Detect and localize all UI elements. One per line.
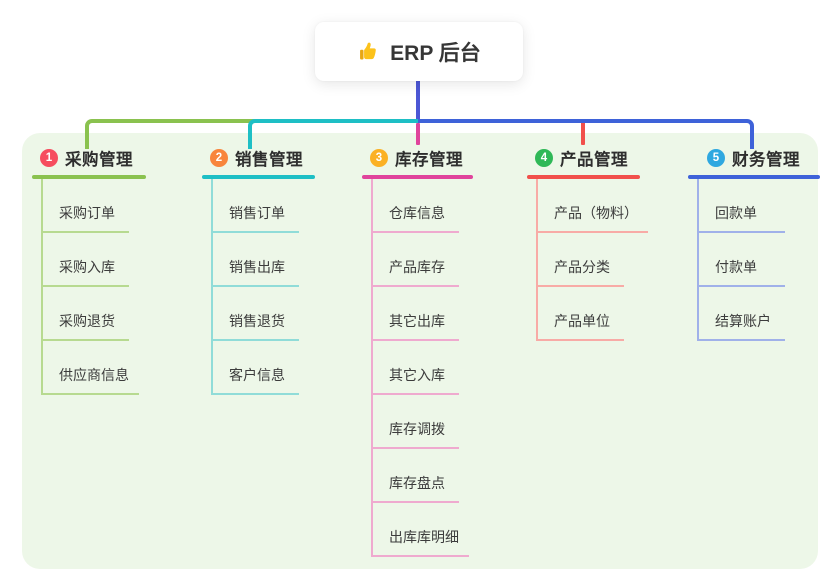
children-group-finance: 回款单 付款单 结算账户 [697,179,820,341]
child-node[interactable]: 产品分类 [538,233,624,287]
branch-underline [527,175,640,179]
child-node[interactable]: 销售出库 [213,233,299,287]
branch-node-product[interactable]: 4 产品管理 [527,143,640,173]
branch-underline [202,175,315,179]
children-group-product: 产品（物料） 产品分类 产品单位 [536,179,648,341]
branch-title-purchase: 采购管理 [65,151,133,169]
badge-3: 3 [370,149,388,167]
branch-title-inventory: 库存管理 [395,151,463,169]
child-node-label: 采购退货 [59,313,115,329]
child-node[interactable]: 仓库信息 [373,179,459,233]
child-node-label: 产品（物料） [554,205,638,221]
child-node[interactable]: 供应商信息 [43,341,139,395]
child-node-label: 库存盘点 [389,475,445,491]
branch-node-finance[interactable]: 5 财务管理 [688,143,820,173]
connector-branch-sales [248,119,422,149]
badge-5: 5 [707,149,725,167]
child-node-label: 出库库明细 [389,529,459,545]
badge-4: 4 [535,149,553,167]
connector-branch-purchase [85,119,256,149]
badge-1: 1 [40,149,58,167]
child-node[interactable]: 产品库存 [373,233,459,287]
branches-panel [22,133,818,569]
branch-sales: 2 销售管理 销售订单 销售出库 销售退货 客户信息 [202,143,315,395]
branch-purchase: 1 采购管理 采购订单 采购入库 采购退货 供应商信息 [32,143,146,395]
child-node[interactable]: 产品（物料） [538,179,648,233]
connector-branch-inventory [416,123,420,145]
child-node-label: 销售退货 [229,313,285,329]
child-node-label: 采购入库 [59,259,115,275]
branch-product: 4 产品管理 产品（物料） 产品分类 产品单位 [527,143,648,341]
branch-underline [32,175,146,179]
branch-finance: 5 财务管理 回款单 付款单 结算账户 [688,143,820,341]
branch-node-purchase[interactable]: 1 采购管理 [32,143,146,173]
child-node[interactable]: 结算账户 [699,287,785,341]
branch-inventory: 3 库存管理 仓库信息 产品库存 其它出库 其它入库 库存调拨 库存盘点 出库库… [362,143,473,557]
child-node[interactable]: 付款单 [699,233,785,287]
child-node[interactable]: 销售订单 [213,179,299,233]
root-node-label: ERP 后台 [390,41,481,65]
child-node-label: 付款单 [715,259,757,275]
children-group-sales: 销售订单 销售出库 销售退货 客户信息 [211,179,315,395]
children-group-inventory: 仓库信息 产品库存 其它出库 其它入库 库存调拨 库存盘点 出库库明细 [371,179,473,557]
child-node-label: 客户信息 [229,367,285,383]
child-node[interactable]: 库存调拨 [373,395,459,449]
child-node[interactable]: 产品单位 [538,287,624,341]
child-node[interactable]: 其它出库 [373,287,459,341]
branch-underline [688,175,820,179]
child-node[interactable]: 采购入库 [43,233,129,287]
child-node-label: 其它出库 [389,313,445,329]
child-node[interactable]: 客户信息 [213,341,299,395]
badge-2: 2 [210,149,228,167]
child-node-label: 产品单位 [554,313,610,329]
connector-root-stem [416,81,420,123]
connector-branch-finance [418,119,754,149]
root-node[interactable]: ERP 后台 [315,22,523,81]
children-group-purchase: 采购订单 采购入库 采购退货 供应商信息 [41,179,146,395]
child-node[interactable]: 回款单 [699,179,785,233]
child-node[interactable]: 出库库明细 [373,503,469,557]
child-node[interactable]: 采购退货 [43,287,129,341]
branch-underline [362,175,473,179]
branch-title-sales: 销售管理 [235,151,303,169]
child-node-label: 回款单 [715,205,757,221]
child-node-label: 结算账户 [715,313,771,329]
child-node-label: 产品库存 [389,259,445,275]
branch-title-product: 产品管理 [560,151,628,169]
child-node-label: 采购订单 [59,205,115,221]
child-node-label: 销售订单 [229,205,285,221]
child-node-label: 库存调拨 [389,421,445,437]
child-node-label: 供应商信息 [59,367,129,383]
thumbs-up-icon [357,40,380,63]
child-node[interactable]: 销售退货 [213,287,299,341]
child-node[interactable]: 库存盘点 [373,449,459,503]
branch-title-finance: 财务管理 [732,151,800,169]
connector-branch-product [581,121,585,145]
child-node[interactable]: 采购订单 [43,179,129,233]
child-node-label: 其它入库 [389,367,445,383]
child-node-label: 销售出库 [229,259,285,275]
branch-node-inventory[interactable]: 3 库存管理 [362,143,473,173]
child-node-label: 仓库信息 [389,205,445,221]
child-node-label: 产品分类 [554,259,610,275]
child-node[interactable]: 其它入库 [373,341,459,395]
branch-node-sales[interactable]: 2 销售管理 [202,143,315,173]
